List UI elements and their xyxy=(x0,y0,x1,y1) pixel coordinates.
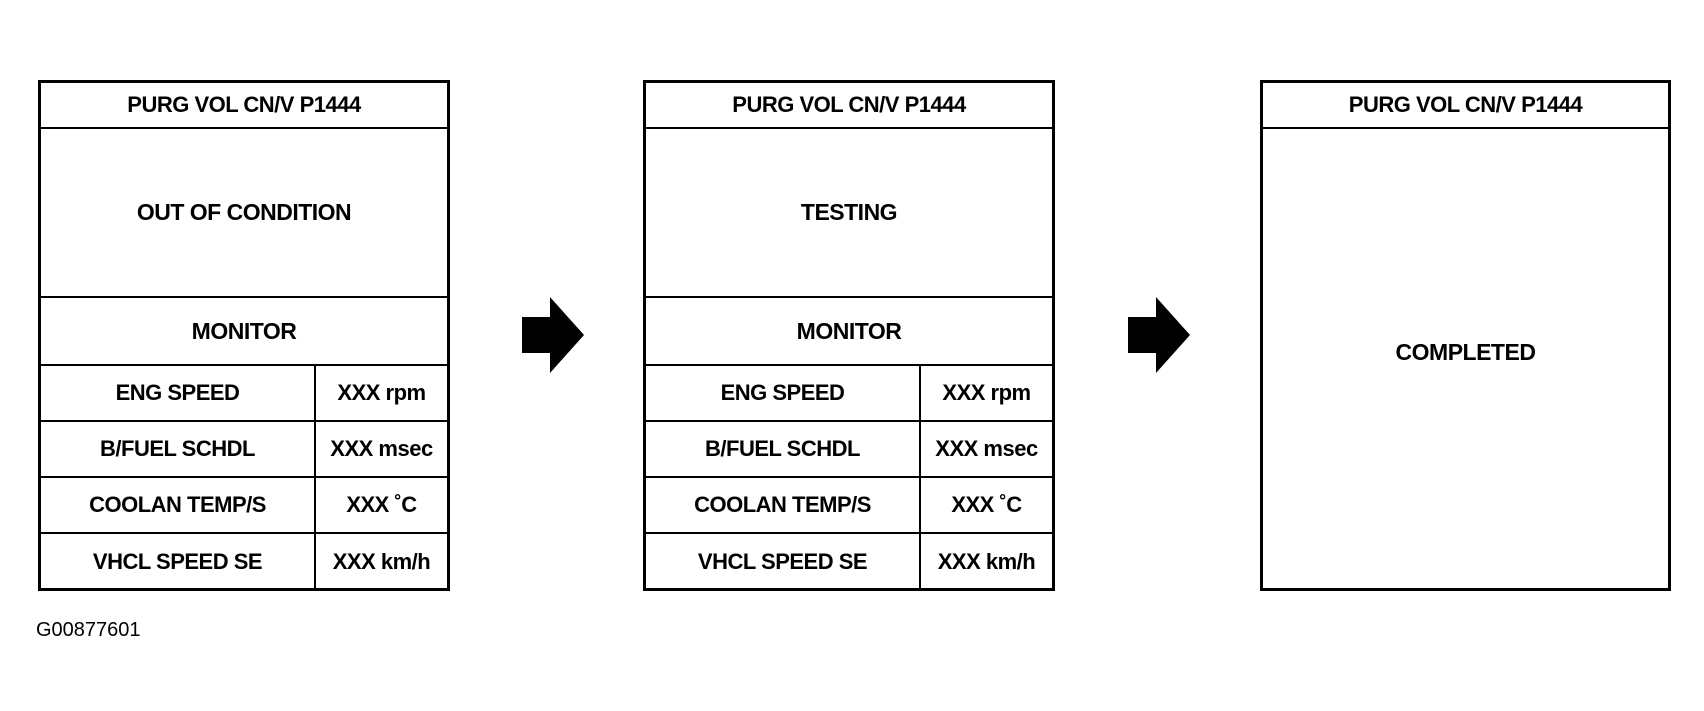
row-name: B/FUEL SCHDL xyxy=(41,422,316,476)
row-value: XXX rpm xyxy=(942,380,1031,405)
screen-title: PURG VOL CN/V P1444 xyxy=(1263,83,1668,129)
monitor-row: ENG SPEED XXX rpm xyxy=(646,366,1052,422)
monitor-label: MONITOR xyxy=(41,298,447,366)
row-value: XXX ˚C xyxy=(346,492,417,517)
monitor-row: ENG SPEED XXX rpm xyxy=(41,366,447,422)
status-text: TESTING xyxy=(646,129,1052,298)
row-name: B/FUEL SCHDL xyxy=(646,422,921,476)
row-name: ENG SPEED xyxy=(646,366,921,420)
monitor-label: MONITOR xyxy=(646,298,1052,366)
monitor-row: VHCL SPEED SE XXX km/h xyxy=(41,534,447,590)
status-text: OUT OF CONDITION xyxy=(41,129,447,298)
row-name: COOLAN TEMP/S xyxy=(41,478,316,532)
row-name: COOLAN TEMP/S xyxy=(646,478,921,532)
screen-out-of-condition: PURG VOL CN/V P1444 OUT OF CONDITION MON… xyxy=(38,80,450,591)
monitor-row: COOLAN TEMP/S XXX ˚C xyxy=(646,478,1052,534)
row-value: XXX km/h xyxy=(332,549,431,574)
arrow-right-icon xyxy=(522,297,584,373)
monitor-row: B/FUEL SCHDL XXX msec xyxy=(646,422,1052,478)
row-value: XXX msec xyxy=(330,436,433,461)
row-value: XXX rpm xyxy=(337,380,426,405)
screen-testing: PURG VOL CN/V P1444 TESTING MONITOR ENG … xyxy=(643,80,1055,591)
row-name: VHCL SPEED SE xyxy=(646,534,921,590)
screen-title: PURG VOL CN/V P1444 xyxy=(646,83,1052,129)
row-value: XXX msec xyxy=(935,436,1038,461)
status-text: COMPLETED xyxy=(1395,339,1536,365)
monitor-row: B/FUEL SCHDL XXX msec xyxy=(41,422,447,478)
row-name: VHCL SPEED SE xyxy=(41,534,316,590)
figure-id: G00877601 xyxy=(36,619,141,641)
row-value: XXX km/h xyxy=(937,549,1036,574)
monitor-row: VHCL SPEED SE XXX km/h xyxy=(646,534,1052,590)
monitor-row: COOLAN TEMP/S XXX ˚C xyxy=(41,478,447,534)
arrow-right-icon xyxy=(1128,297,1190,373)
screen-title: PURG VOL CN/V P1444 xyxy=(41,83,447,129)
row-value: XXX ˚C xyxy=(951,492,1022,517)
screen-completed: PURG VOL CN/V P1444 COMPLETED xyxy=(1260,80,1671,591)
row-name: ENG SPEED xyxy=(41,366,316,420)
